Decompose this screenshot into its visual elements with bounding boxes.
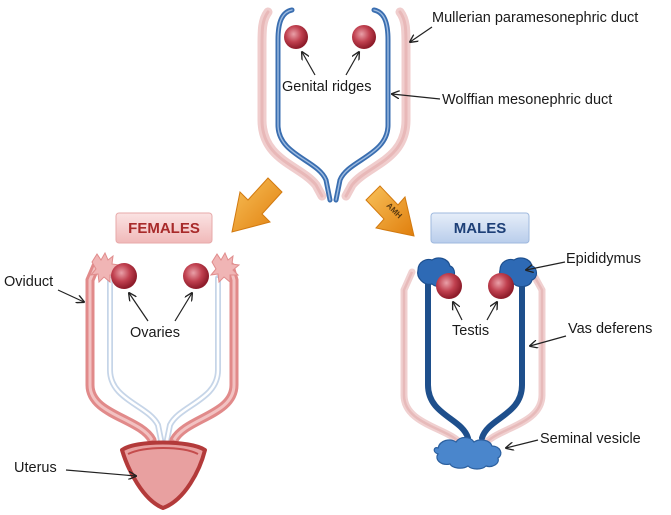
epididymus-pointer bbox=[526, 261, 566, 270]
genital-ridge-right bbox=[352, 25, 376, 49]
uterus-shape bbox=[120, 440, 207, 510]
genital-ridges-label: Genital ridges bbox=[282, 79, 371, 95]
wolffian-pointer bbox=[392, 94, 441, 100]
ovaries-label: Ovaries bbox=[130, 325, 180, 341]
seminal-vesicle-shape bbox=[433, 436, 502, 470]
seminal-vesicle-label: Seminal vesicle bbox=[540, 431, 641, 447]
testis-label: Testis bbox=[452, 323, 489, 339]
ovary-left bbox=[111, 263, 137, 289]
oviduct-pointer bbox=[57, 289, 84, 302]
mullerian-label: Mullerian paramesonephric duct bbox=[432, 10, 638, 26]
female-duct-system bbox=[85, 251, 241, 510]
oviduct-label: Oviduct bbox=[4, 274, 53, 290]
fimbria-right bbox=[209, 251, 241, 284]
female-direction-arrow bbox=[231, 177, 283, 233]
males-banner: MALES bbox=[430, 212, 530, 244]
ovary-pointer-left bbox=[129, 293, 149, 322]
testis-left bbox=[436, 273, 462, 299]
vas-deferens-right bbox=[479, 275, 525, 441]
vas-deferens-left bbox=[425, 275, 471, 441]
testis-pointer-right bbox=[486, 302, 497, 321]
females-title: FEMALES bbox=[128, 220, 200, 237]
ovary-pointer-right bbox=[174, 293, 192, 322]
uterus-label: Uterus bbox=[14, 460, 57, 476]
epididymus-label: Epididymus bbox=[566, 251, 641, 267]
genital-ridge-left bbox=[284, 25, 308, 49]
vas-deferens-pointer bbox=[530, 335, 567, 346]
uterus-pointer bbox=[65, 469, 136, 476]
males-title: MALES bbox=[454, 220, 507, 237]
seminal-vesicle-pointer bbox=[506, 439, 539, 448]
females-banner: FEMALES bbox=[115, 212, 213, 244]
testis-pointer-left bbox=[453, 302, 463, 321]
ovary-right bbox=[183, 263, 209, 289]
genital-ridge-pointer-left bbox=[302, 52, 316, 76]
indifferent-duct-system bbox=[257, 7, 411, 203]
oviduct-left bbox=[85, 261, 157, 445]
wolffian-label: Wolffian mesonephric duct bbox=[442, 92, 612, 108]
vas-deferens-label: Vas deferens bbox=[568, 321, 652, 337]
male-duct-system bbox=[400, 257, 546, 470]
testis-right bbox=[488, 273, 514, 299]
male-direction-arrow: AMH bbox=[365, 185, 415, 237]
male-mullerian-remnant-right bbox=[480, 268, 546, 449]
mullerian-pointer bbox=[410, 26, 433, 42]
genital-ridge-pointer-right bbox=[345, 52, 359, 76]
